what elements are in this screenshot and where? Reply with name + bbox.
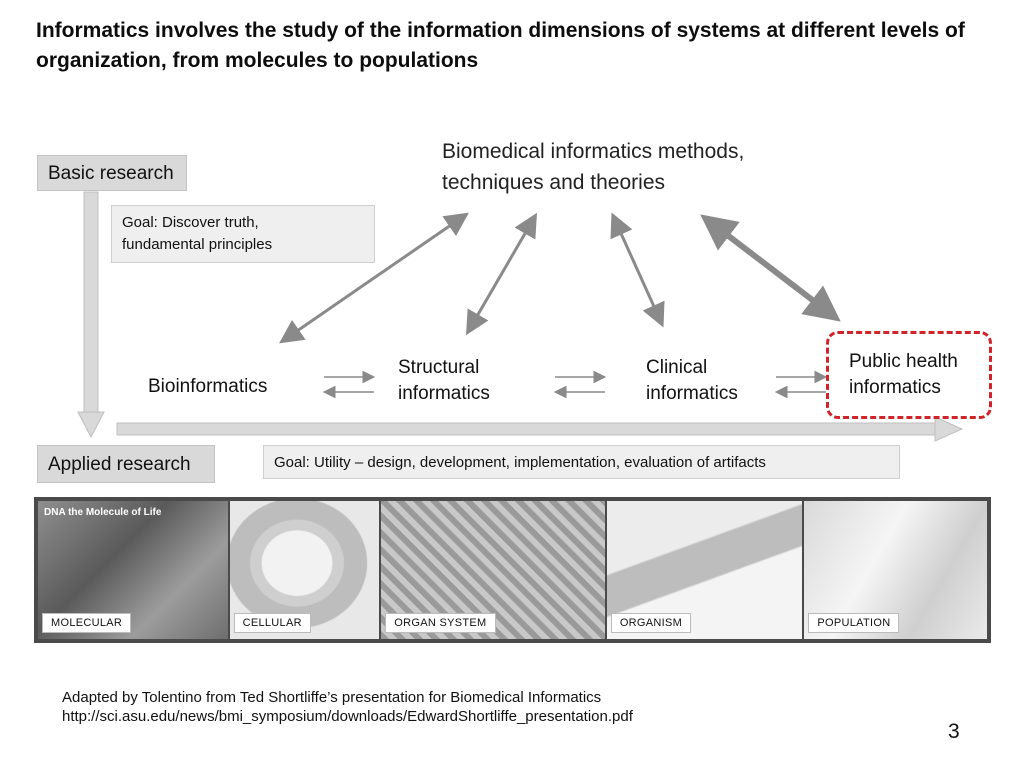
goal-basic-line-1: Goal: Discover truth, [122, 214, 259, 231]
node-clinical-informatics: Clinical informatics [646, 355, 738, 407]
level-label-molecular: MOLECULAR [42, 613, 132, 633]
clinical-line-1: Clinical [646, 357, 708, 378]
credit-url[interactable]: http://sci.asu.edu/news/bmi_symposium/do… [62, 708, 633, 725]
public-health-highlight-box [826, 331, 992, 419]
level-label-organism: ORGANISM [610, 613, 692, 633]
structural-line-2: informatics [398, 383, 490, 404]
arrow-clinical-methods [610, 212, 665, 328]
public-health-line-2: informatics [849, 377, 941, 398]
methods-line-2: techniques and theories [442, 171, 665, 194]
exchange-arrows-3 [774, 370, 828, 399]
cellular-image: CELLULAR [229, 501, 380, 639]
organization-levels-strip: DNA the Molecule of Life MOLECULAR CELLU… [34, 497, 991, 643]
slide-title: Informatics involves the study of the in… [36, 19, 965, 72]
exchange-arrows-2 [553, 370, 607, 399]
molecular-image: DNA the Molecule of Life MOLECULAR [38, 501, 228, 639]
organism-image: ORGANISM [606, 501, 803, 639]
organ-system-image: ORGAN SYSTEM [381, 501, 605, 639]
credit-line-1: Adapted by Tolentino from Ted Shortliffe… [62, 689, 602, 706]
goal-applied-box: Goal: Utility – design, development, imp… [263, 445, 900, 479]
clinical-line-2: informatics [646, 383, 738, 404]
public-health-line-1: Public health [849, 351, 958, 372]
arrow-bioinformatics-methods [279, 212, 469, 344]
page-number: 3 [948, 720, 960, 743]
horizontal-arrow [116, 416, 964, 442]
node-public-health-informatics: Public health informatics [849, 349, 958, 401]
arrow-structural-methods [465, 212, 538, 336]
applied-research-label: Applied research [37, 445, 215, 483]
node-structural-informatics: Structural informatics [398, 355, 490, 407]
methods-line-1: Biomedical informatics methods, [442, 140, 745, 163]
goal-basic-box: Goal: Discover truth, fundamental princi… [111, 205, 375, 263]
level-label-organ-system: ORGAN SYSTEM [385, 613, 496, 633]
dna-caption: DNA the Molecule of Life [44, 507, 162, 518]
basic-research-label: Basic research [37, 155, 187, 191]
node-bioinformatics: Bioinformatics [148, 376, 268, 397]
vertical-arrow [77, 191, 105, 439]
methods-heading: Biomedical informatics methods, techniqu… [442, 136, 842, 198]
exchange-arrows-1 [322, 370, 376, 399]
level-label-cellular: CELLULAR [233, 613, 311, 633]
population-map-image: POPULATION [804, 501, 987, 639]
goal-basic-line-2: fundamental principles [122, 236, 273, 253]
arrow-publichealth-methods [700, 214, 841, 322]
level-label-population: POPULATION [808, 613, 900, 633]
source-credit: Adapted by Tolentino from Ted Shortliffe… [62, 688, 633, 726]
structural-line-1: Structural [398, 357, 480, 378]
